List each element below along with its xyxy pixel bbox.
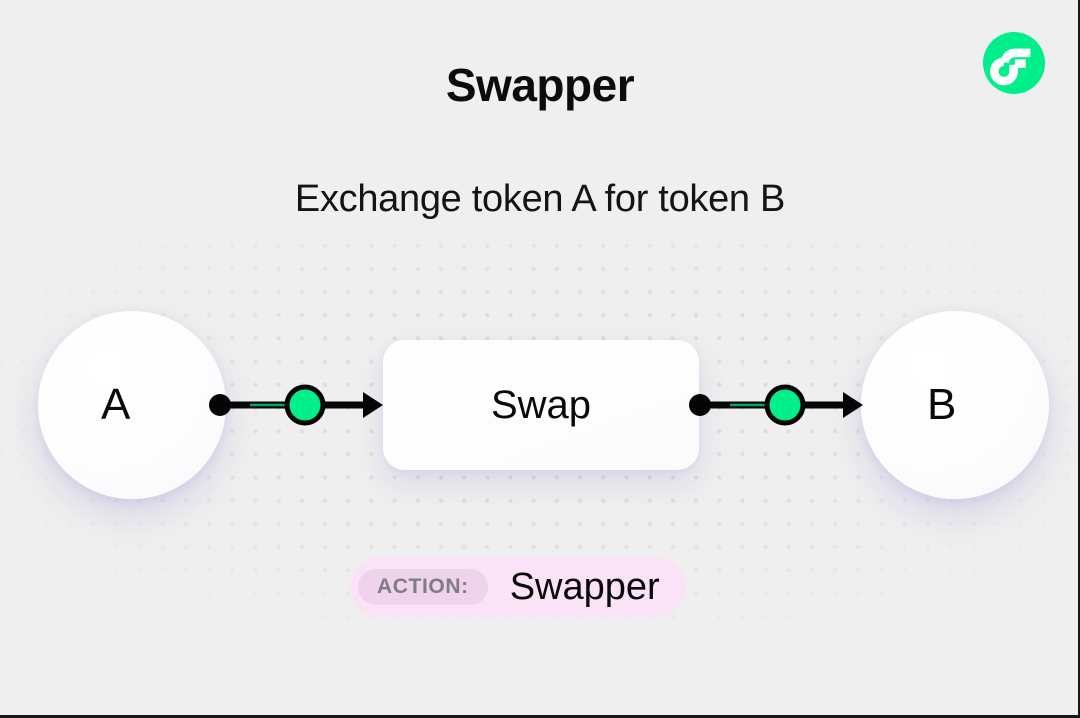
arrow-right-icon — [843, 392, 863, 418]
page-subtitle: Exchange token A for token B — [294, 178, 786, 220]
action-badge: ACTION: Swapper — [350, 557, 686, 617]
connector-green-dot — [764, 384, 806, 426]
token-a-node[interactable]: A — [38, 311, 226, 499]
flow-logo-icon — [983, 32, 1045, 94]
token-b-node[interactable]: B — [861, 311, 1049, 499]
connector-green-dot — [284, 384, 326, 426]
action-value: Swapper — [509, 566, 660, 608]
connector-source-dot — [209, 394, 231, 416]
action-chip-label: ACTION: — [358, 569, 488, 605]
connector-source-dot — [689, 394, 711, 416]
swap-step-label: Swap — [490, 383, 592, 427]
token-a-label: A — [101, 380, 131, 429]
page-title: Swapper — [445, 59, 635, 111]
arrow-right-icon — [363, 392, 383, 418]
connector-a-to-swap — [205, 381, 383, 429]
swap-step-node[interactable]: Swap — [383, 340, 699, 470]
token-b-label: B — [927, 380, 957, 429]
connector-swap-to-b — [685, 381, 863, 429]
